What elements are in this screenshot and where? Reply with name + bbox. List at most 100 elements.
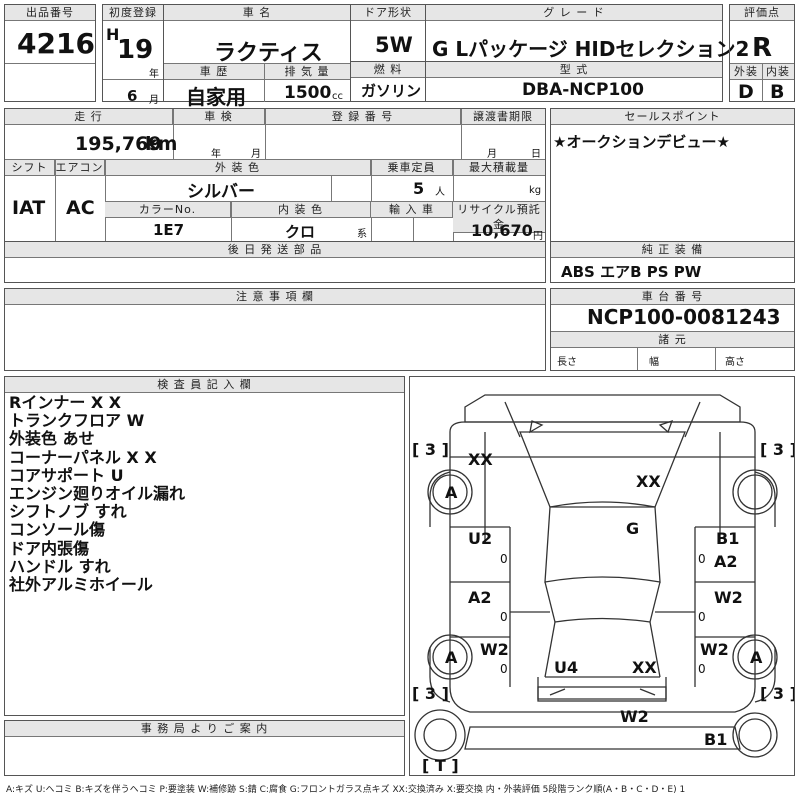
mark-left-rear-fender: W2 [480,640,509,659]
fuel: ガソリン [361,82,422,100]
recycle-fee: 10,670 [471,221,533,240]
dim-length-label: 長さ [557,357,577,368]
transfer-header: 譲渡書期限 [461,109,545,125]
mark-left-door-zero: 0 [500,552,508,566]
mileage-header: 走 行 [5,109,173,125]
inspector-note: Rインナー X X [9,393,122,412]
mileage: 195,769 [75,133,162,155]
mark-left-rear-door: A2 [468,588,492,607]
recycle-header: リサイクル預託金 [453,202,545,233]
mark-left-front-door: U2 [468,529,492,548]
displacement: 1500 [284,83,332,103]
detail-box: 走 行 車 検 登 録 番 号 譲渡書期限 195,769 km 年 月 月 日… [4,108,546,242]
lot-number-box: 出品番号 4216 [4,4,96,102]
car-name: ラクティス [214,41,323,66]
mark-right-fender-zero: 0 [698,662,706,676]
inspector-note: コンソール傷 [9,520,106,540]
capacity-unit: 人 [435,187,445,198]
inspector-note: シフトノブ すれ [9,502,127,522]
equipment-header: 純 正 装 備 [551,242,794,258]
color-no-header: カラーNo. [105,202,231,218]
mark-right-front-door-top: B1 [716,529,739,548]
recycle-unit: 円 [533,231,543,242]
mark-left-fender-zero: 0 [500,662,508,676]
inspector-notes-header: 検 査 員 記 入 欄 [5,377,404,393]
fuel-box: 燃 料 ガソリン [350,61,426,102]
fuel-header: 燃 料 [351,62,425,78]
mark-right-rear-zero: 0 [698,610,706,624]
sales-point: ★オークションデビュー★ [553,133,730,151]
office-header: 事 務 局 よ り ご 案 内 [5,721,404,737]
inspector-note: ドア内張傷 [9,538,90,558]
door-header: ドア形状 [351,5,425,21]
transfer-month-unit: 月 [487,149,497,160]
shift: IAT [12,197,46,219]
model-header: 型 式 [426,62,722,78]
reg-year: 19 [117,35,154,65]
color-no: 1E7 [153,221,185,239]
mark-roof: G [626,519,639,538]
model-box: 型 式 DBA-NCP100 [425,61,723,102]
int-color-header: 内 装 色 [231,202,371,218]
mark-rear-lower: B1 [704,730,727,749]
cautions-box: 注 意 事 項 欄 [4,288,546,371]
lot-number: 4216 [17,27,95,60]
wheel-rear-left [427,634,473,680]
mark-hood-center: XX [636,472,661,491]
office-box: 事 務 局 よ り ご 案 内 [4,720,405,776]
tire-tr-label: [ 3 ] [760,440,794,459]
spare-label: [ T ] [422,756,459,775]
lot-number-header: 出品番号 [5,5,95,21]
inspector-note: コアサポート U [9,465,124,485]
rear-wheel-right-lower [732,712,778,758]
door-type: 5W [375,33,413,57]
mark-rear-bumper: W2 [620,707,649,726]
chassis-box: 車 台 番 号 NCP100-0081243 諸 元 長さ 幅 高さ [550,288,795,371]
exterior-header: 外装 [730,64,762,80]
wheel-front-left [427,469,473,515]
dim-width-label: 幅 [649,357,659,368]
damage-diagram: [ 3 ] [ 3 ] [ 3 ] [ 3 ] [ T ] A A A XX X… [409,376,795,776]
mark-right-front-door-bottom: A2 [714,552,738,571]
score-header: 評価点 [730,5,794,21]
year-unit: 年 [149,69,159,80]
ext-color-header: 外 装 色 [105,160,371,176]
shift-header: シフト [5,160,55,176]
car-name-box: 車 名 ラクティス 車 歴 排 気 量 自家用 1500 cc [163,4,351,109]
import-header: 輸 入 車 [371,202,453,218]
grade: G Lパッケージ HIDセレクション2 [432,37,750,61]
mark-trunk-left: U4 [554,658,578,677]
exterior-grade: D [738,81,754,103]
wheel-front-right [732,469,778,515]
wheel-rr-mark: A [750,648,763,667]
mark-trunk-right: XX [632,658,657,677]
load-unit: kg [529,185,542,196]
chassis-number: NCP100-0081243 [587,305,781,329]
grade-header: グ レ ー ド [426,5,722,21]
reg-month: 6 [127,87,138,105]
transfer-day-unit: 日 [531,149,541,160]
inspector-note: トランクフロア W [9,411,145,431]
car-name-header: 車 名 [164,5,350,21]
inspector-note: 社外アルミホイール [9,575,153,595]
ext-color: シルバー [187,182,255,202]
aircon: AC [66,197,95,219]
inspection-month-unit: 月 [251,149,261,160]
wheel-fl-mark: A [445,483,458,502]
inspection-header: 車 検 [173,109,265,125]
sales-point-header: セールスポイント [551,109,794,125]
first-registration-header: 初度登録 [103,5,163,21]
max-load-header: 最大積載量 [453,160,545,176]
interior-header: 内装 [762,64,794,80]
mileage-unit: km [145,133,178,155]
model: DBA-NCP100 [522,80,644,100]
history: 自家用 [186,85,246,109]
equipment-box: 純 正 装 備 ABS エアB PS PW [550,241,795,283]
cautions-header: 注 意 事 項 欄 [5,289,545,305]
int-color-unit: 系 [357,229,367,240]
capacity: 5 [413,179,425,198]
tire-bl-label: [ 3 ] [412,684,449,703]
spare-tire [414,709,466,761]
score: R [752,33,773,63]
reg-number-header: 登 録 番 号 [265,109,461,125]
